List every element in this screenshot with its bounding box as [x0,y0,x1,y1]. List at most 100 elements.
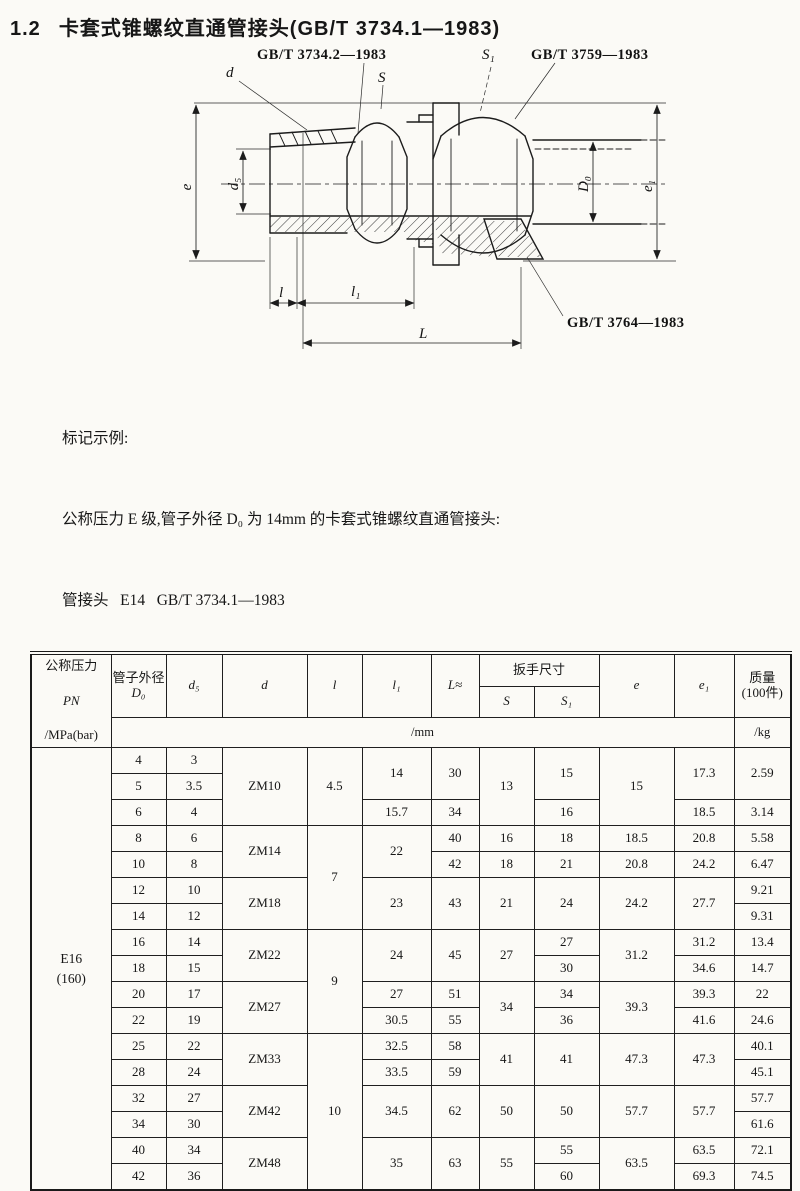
spec-cell: 27 [533,929,600,956]
spec-cell: 9.31 [733,903,792,930]
leader-lines [238,62,564,317]
section-hatching [270,217,541,257]
spec-cell: 7 [306,825,363,930]
col-header-pipe-od: 管子外径 D₀ [110,652,167,718]
spec-cell: 30 [533,955,600,982]
spec-cell: 30 [165,1111,223,1138]
spec-cell: 41 [478,1033,535,1086]
spec-cell: 58 [430,1033,480,1060]
spec-cell: 27.7 [673,877,735,930]
col-header-l1: l₁ [361,652,432,718]
spec-cell: 22 [733,981,792,1008]
spec-cell: 13.4 [733,929,792,956]
pressure-value-cell: E16(160) [30,747,112,1191]
col-header-S: S [478,685,535,718]
spec-cell: 20.8 [598,851,675,878]
spec-cell: 74.5 [733,1163,792,1191]
spec-cell: 24.2 [673,851,735,878]
pipe-od-symbol: D₀ [131,684,146,700]
spec-cell: 18 [478,851,535,878]
spec-cell: 24 [361,929,432,982]
spec-cell: 10 [306,1033,363,1191]
col-header-e: e [598,652,675,718]
mass-header-text: 质量 [749,669,776,685]
spec-cell: 5 [110,773,167,800]
spec-cell: 30 [430,747,480,800]
page-title: 1.2 卡套式锥螺纹直通管接头(GB/T 3734.1—1983) [0,0,800,41]
spec-cell: 34.5 [361,1085,432,1138]
spec-cell: 17 [165,981,223,1008]
spec-cell: ZM27 [221,981,308,1034]
spec-cell: 22 [165,1033,223,1060]
nut-standard-label: GB/T 3759—1983 [531,47,649,63]
dim-label-l: l [279,285,283,301]
spec-cell: 21 [478,877,535,930]
spec-cell: ZM48 [221,1137,308,1191]
dim-label-l1: l₁ [351,284,360,300]
pressure-header-text: 公称压力 [45,658,98,673]
fitting-section-drawing: GB/T 3734.2—1983 GB/T 3759—1983 GB/T 376… [179,47,685,349]
spec-cell: 25 [110,1033,167,1060]
spec-cell: 23 [361,877,432,930]
spec-cell: 42 [430,851,480,878]
dim-label-d0: D₀ [576,176,592,193]
spec-cell: 15 [533,747,600,800]
spec-cell: 17.3 [673,747,735,800]
spec-cell: 45.1 [733,1059,792,1086]
spec-cell: 51 [430,981,480,1008]
example-description: 公称压力 E 级,管子外径 D₀ 为 14mm 的卡套式锥螺纹直通管接头: [62,511,501,528]
spec-cell: 16 [478,825,535,852]
spec-cell: 41.6 [673,1007,735,1034]
spec-cell: 27 [478,929,535,982]
spec-cell: 34 [478,981,535,1034]
col-header-e1: e₁ [673,652,735,718]
spec-cell: 39.3 [673,981,735,1008]
spec-cell: 55 [430,1007,480,1034]
spec-cell: 63.5 [598,1137,675,1191]
technical-drawing: GB/T 3734.2—1983 GB/T 3759—1983 GB/T 376… [178,41,800,361]
spec-cell: 3.14 [733,799,792,826]
spec-cell: 34.6 [673,955,735,982]
spec-cell: 8 [110,825,167,852]
spec-cell: 47.3 [598,1033,675,1086]
spec-cell: ZM42 [221,1085,308,1138]
spec-cell: ZM33 [221,1033,308,1086]
spec-cell: 42 [110,1163,167,1191]
spec-cell: 21 [533,851,600,878]
spec-cell: 63.5 [673,1137,735,1164]
ferrule-standard-label: GB/T 3764—1983 [567,315,685,331]
spec-cell: 69.3 [673,1163,735,1191]
spec-cell: 20.8 [673,825,735,852]
spec-cell: 22 [110,1007,167,1034]
spec-cell: 36 [533,1007,600,1034]
spec-cell: 50 [478,1085,535,1138]
spec-cell: 12 [165,903,223,930]
spec-cell: 16 [533,799,600,826]
spec-cell: 4 [165,799,223,826]
spec-cell: 5.58 [733,825,792,852]
unit-mm-cell: /mm [110,716,735,749]
spec-cell: 34 [110,1111,167,1138]
spec-cell: ZM14 [221,825,308,878]
spec-cell: 20 [110,981,167,1008]
spec-cell: 43 [430,877,480,930]
spec-cell: 15.7 [361,799,432,826]
spec-cell: 9.21 [733,877,792,904]
spec-cell: 32.5 [361,1033,432,1060]
spec-cell: 50 [533,1085,600,1138]
spec-cell: 24.6 [733,1007,792,1034]
spec-cell: 19 [165,1007,223,1034]
spec-cell: 18.5 [673,799,735,826]
dim-label-L: L [418,326,427,342]
spec-cell: 33.5 [361,1059,432,1086]
unit-kg-cell: /kg [733,716,792,749]
coupling-standard-label: GB/T 3734.2—1983 [257,47,386,63]
spec-cell: 8 [165,851,223,878]
spec-cell: 6.47 [733,851,792,878]
